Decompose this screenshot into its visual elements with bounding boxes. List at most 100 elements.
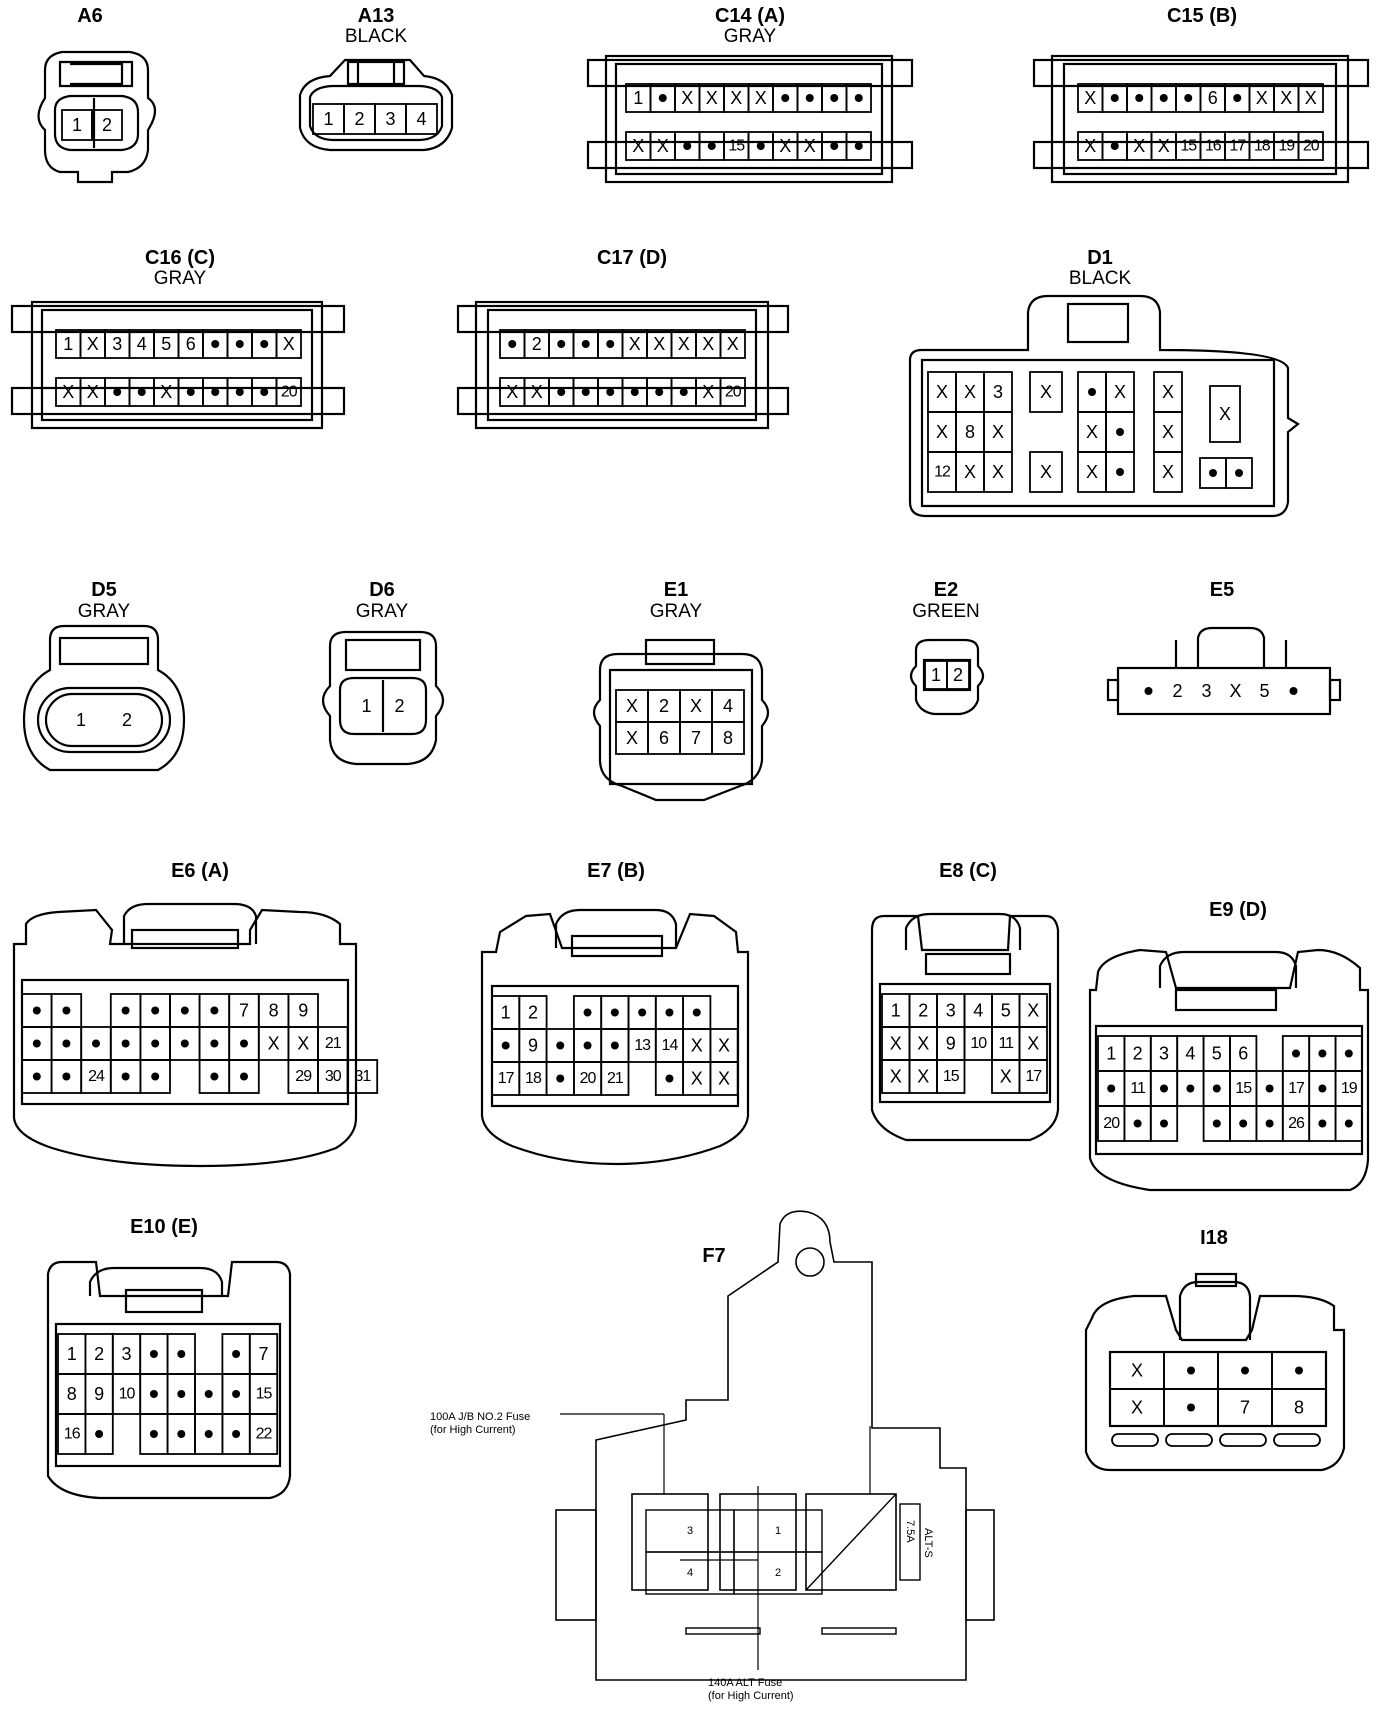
pin-E9-2-8 [1308, 1105, 1337, 1142]
pin-C16-0-0: 1 [55, 329, 82, 359]
svg-text:18: 18 [525, 1070, 542, 1087]
pin-A13-0-3: 4 [405, 103, 438, 135]
pin-D5-0-1: 2 [122, 710, 132, 730]
svg-text:9: 9 [946, 1034, 956, 1054]
pin-C15-0-7: X [1248, 83, 1275, 113]
svg-text:18: 18 [1254, 138, 1271, 155]
connector-E2-label: E2 [934, 579, 958, 601]
pin-E5-0-5 [1289, 687, 1298, 695]
pin-C16-1-2 [104, 377, 131, 407]
svg-text:13: 13 [634, 1037, 651, 1054]
pin-E9-0-3: 4 [1176, 1035, 1205, 1072]
pin-C15-0-6 [1224, 83, 1251, 113]
pin-E1-0-1: 2 [647, 689, 681, 723]
pin-E9-1-6 [1255, 1070, 1284, 1107]
pin-C16-1-9: 20 [275, 377, 302, 407]
svg-text:X: X [1162, 422, 1174, 442]
pin-E6-1-9: X [287, 1026, 319, 1061]
svg-text:19: 19 [1341, 1080, 1358, 1097]
i18-slot [1111, 1433, 1159, 1447]
pin-A13-0-0: 1 [312, 103, 345, 135]
svg-text:1: 1 [931, 665, 941, 685]
pin-C17-0-5: X [621, 329, 648, 359]
svg-text:X: X [1133, 136, 1145, 156]
alt-s-label: ALT-S [922, 1528, 934, 1558]
pin-E5-0-3: X [1229, 681, 1241, 701]
pin-C14-1-8 [821, 131, 848, 161]
pin-C14-1-2 [674, 131, 701, 161]
connector-E1-label: E1 [664, 579, 688, 601]
pin-E7-1-5: 13 [627, 1028, 657, 1063]
alt-s-amp: 7.5A [904, 1520, 916, 1543]
pin-C17-1-6 [646, 377, 673, 407]
pin-E6-0-1 [50, 993, 83, 1028]
svg-text:2: 2 [528, 1003, 538, 1023]
svg-text:X: X [1086, 462, 1098, 482]
svg-text:7: 7 [1240, 1398, 1250, 1418]
pin-E6-2-3 [109, 1059, 142, 1094]
svg-text:12: 12 [934, 464, 951, 481]
svg-text:4: 4 [137, 334, 147, 354]
pin-C14-0-4: X [723, 83, 750, 113]
pin-E7-1-6: 14 [654, 1028, 684, 1063]
pin-E7-0-5 [627, 995, 657, 1030]
svg-text:2: 2 [953, 665, 963, 685]
pin-E9-0-0: 1 [1097, 1035, 1126, 1072]
pin-C16-1-0: X [55, 377, 82, 407]
svg-text:X: X [629, 334, 641, 354]
pin-C14-0-5: X [747, 83, 774, 113]
pin-E1-1-3: 8 [711, 721, 745, 755]
pin-A13-0-2: 3 [374, 103, 407, 135]
pin-E9-2-0: 20 [1097, 1105, 1126, 1142]
pin-E5-0-4: 5 [1259, 681, 1269, 701]
svg-text:24: 24 [88, 1068, 105, 1085]
connector-E8-label: E8 (C) [939, 860, 997, 882]
svg-text:17: 17 [1025, 1068, 1042, 1085]
pin-E9-0-2: 3 [1149, 1035, 1179, 1072]
pin-C15-0-9: X [1297, 83, 1324, 113]
pin-E1-0-2: X [679, 689, 713, 723]
svg-text:X: X [506, 382, 518, 402]
connector-D1-label: D1 [1087, 247, 1113, 269]
pin-C17-1-3 [572, 377, 599, 407]
svg-text:X: X [964, 382, 976, 402]
pin-E6-1-8: X [257, 1026, 290, 1061]
svg-text:X: X [1162, 382, 1174, 402]
svg-text:X: X [730, 88, 742, 108]
connector-C16-color: GRAY [154, 268, 207, 289]
pin-C15-0-0: X [1077, 83, 1104, 113]
pin-C16-0-2: 3 [104, 329, 131, 359]
svg-text:X: X [936, 422, 948, 442]
pin-C17-1-5 [621, 377, 648, 407]
pin-E6-1-7 [228, 1026, 260, 1061]
pin-C14-0-8 [821, 83, 848, 113]
svg-text:4: 4 [973, 1001, 983, 1021]
pin-C14-1-6: X [772, 131, 799, 161]
pin-E6-1-10: 21 [317, 1026, 349, 1061]
svg-text:X: X [755, 88, 767, 108]
pin-E9-1-2 [1149, 1070, 1179, 1107]
pin-E9-0-1: 2 [1123, 1035, 1152, 1072]
pin-D1-1-4: X [1077, 411, 1107, 453]
pin-D1-0-0: X [927, 371, 957, 413]
pin-E10-1-0: 8 [57, 1373, 87, 1415]
pin-E8-2-4: X [991, 1059, 1021, 1094]
pin-C14-0-6 [772, 83, 799, 113]
pin-E7-2-3: 20 [573, 1061, 603, 1096]
svg-text:1: 1 [63, 334, 73, 354]
svg-text:X: X [992, 422, 1004, 442]
svg-text:X: X [779, 136, 791, 156]
pin-E7-2-2 [545, 1061, 575, 1096]
svg-text:8: 8 [965, 422, 975, 442]
pin-E8-1-2: 9 [936, 1026, 966, 1061]
svg-text:17: 17 [1288, 1080, 1305, 1097]
pin-E10-1-5 [194, 1373, 224, 1415]
